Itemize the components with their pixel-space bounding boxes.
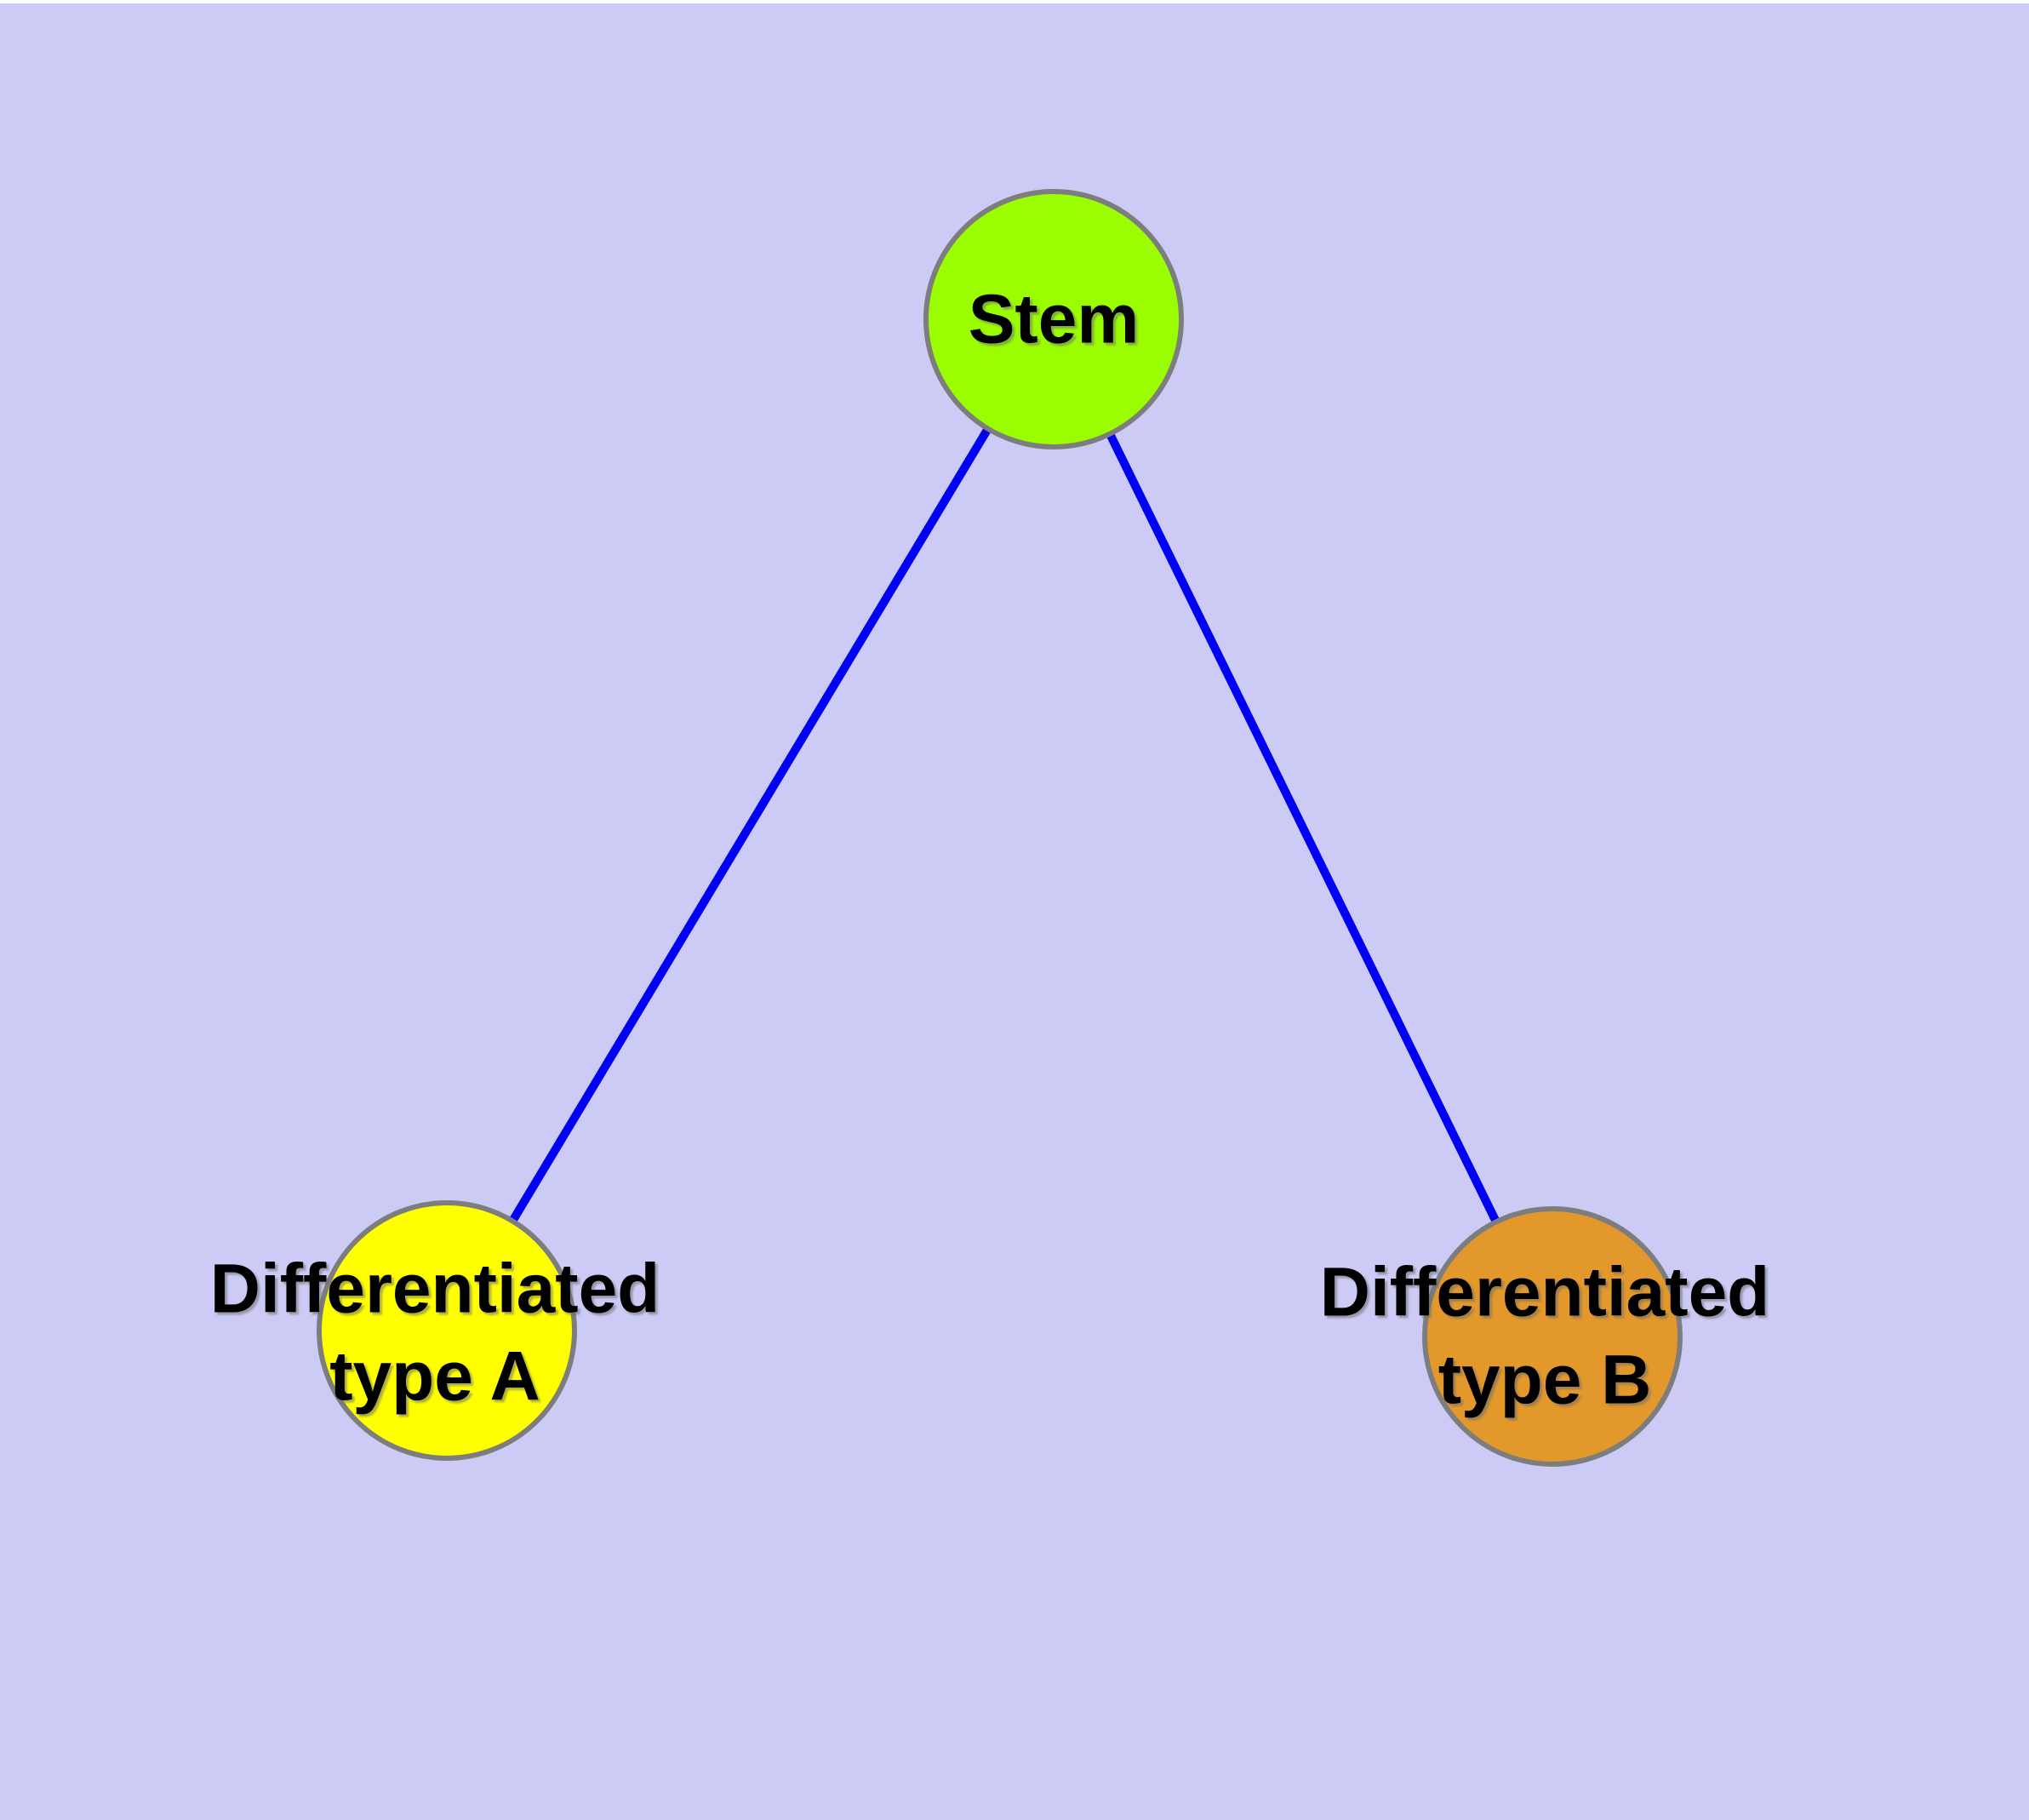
edge-stem-to-type-a [443,317,1058,1333]
node-stem-circle [923,189,1184,449]
node-differentiated-type-a-circle [317,1200,577,1461]
node-differentiated-type-b-circle [1422,1206,1683,1467]
top-margin-strip [0,0,2029,3]
edge-stem-to-type-b [1049,317,1557,1339]
